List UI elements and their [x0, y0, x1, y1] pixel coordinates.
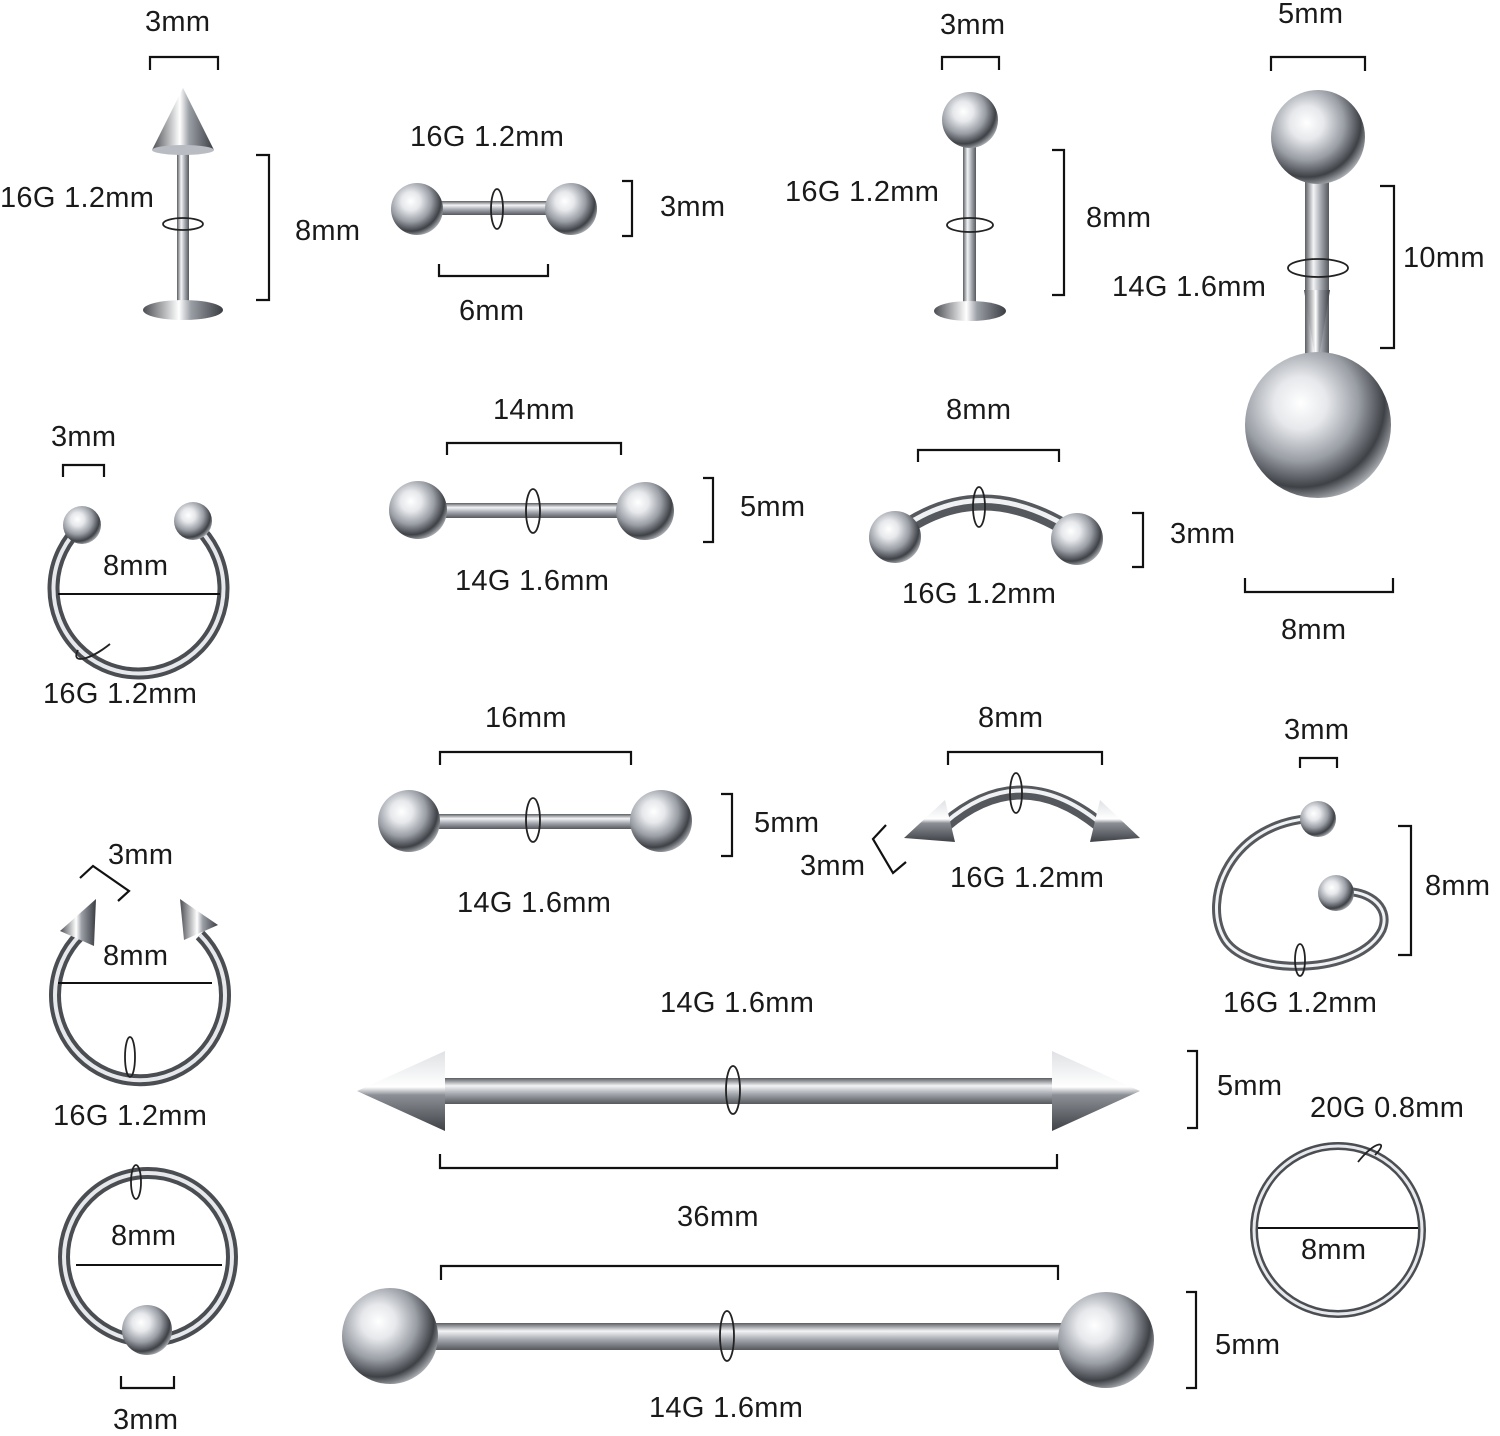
horseshoe-ball-gauge: 16G 1.2mm [43, 678, 198, 710]
barbell-14mm [389, 441, 715, 544]
hoop-ring [1250, 1142, 1426, 1318]
labret-ball-head-size: 3mm [940, 9, 1006, 41]
industrial-ball-ball-size: 5mm [1215, 1329, 1281, 1361]
barbell-14mm-gauge: 14G 1.6mm [455, 565, 610, 597]
horseshoe-ball-ball-size: 3mm [51, 421, 117, 453]
curved-barbell-spike-spike-size: 3mm [800, 850, 866, 882]
hoop-ring-gauge: 20G 0.8mm [1310, 1092, 1465, 1124]
horseshoe-spike-spike-size: 3mm [108, 839, 174, 871]
labret-spike-head-size: 3mm [145, 6, 211, 38]
spiral-ring-gauge: 16G 1.2mm [1223, 987, 1378, 1019]
spiral-ring-diameter: 8mm [1425, 870, 1491, 902]
spiral-ring-ball-size: 3mm [1284, 714, 1350, 746]
barbell-14mm-length: 14mm [493, 394, 575, 426]
captive-bead-ring-diameter: 8mm [111, 1220, 177, 1252]
industrial-ball [342, 1264, 1198, 1390]
curved-barbell-ball [869, 448, 1145, 569]
barbell-small-ball-size: 3mm [660, 191, 726, 223]
curved-barbell-spike-gauge: 16G 1.2mm [950, 862, 1105, 894]
barbell-small-gauge: 16G 1.2mm [410, 121, 565, 153]
belly-ring-top-ball-size: 5mm [1278, 0, 1344, 30]
barbell-16mm [378, 750, 734, 858]
curved-barbell-spike-length: 8mm [978, 702, 1044, 734]
captive-bead-ring [58, 1164, 238, 1390]
industrial-ball-gauge: 14G 1.6mm [649, 1392, 804, 1424]
industrial-spike [357, 1049, 1199, 1170]
horseshoe-ball-diameter: 8mm [103, 550, 169, 582]
horseshoe-ball [47, 463, 230, 680]
horseshoe-spike-diameter: 8mm [103, 940, 169, 972]
hoop-ring-diameter: 8mm [1301, 1234, 1367, 1266]
labret-spike-length: 8mm [295, 215, 361, 247]
labret-spike-gauge: 16G 1.2mm [0, 182, 155, 214]
barbell-small [391, 179, 634, 278]
curved-barbell-ball-gauge: 16G 1.2mm [902, 578, 1057, 610]
industrial-spike-gauge: 14G 1.6mm [660, 987, 815, 1019]
spiral-ring [1212, 756, 1413, 977]
curved-barbell-ball-ball-size: 3mm [1170, 518, 1236, 550]
labret-ball-length: 8mm [1086, 202, 1152, 234]
labret-ball [934, 55, 1066, 321]
labret-ball-gauge: 16G 1.2mm [785, 176, 940, 208]
barbell-16mm-gauge: 14G 1.6mm [457, 887, 612, 919]
barbell-14mm-ball-size: 5mm [740, 491, 806, 523]
barbell-small-length: 6mm [459, 295, 525, 327]
horseshoe-spike [49, 864, 231, 1087]
horseshoe-spike-gauge: 16G 1.2mm [53, 1100, 208, 1132]
belly-ring-gauge: 14G 1.6mm [1112, 271, 1267, 303]
industrial-spike-length: 36mm [677, 1201, 759, 1233]
curved-barbell-ball-length: 8mm [946, 394, 1012, 426]
captive-bead-ring-bead-size: 3mm [113, 1404, 179, 1436]
belly-ring-bottom-ball-size: 8mm [1281, 614, 1347, 646]
curved-barbell-spike [871, 750, 1140, 875]
barbell-16mm-length: 16mm [485, 702, 567, 734]
belly-ring [1243, 55, 1396, 594]
industrial-spike-spike-size: 5mm [1217, 1070, 1283, 1102]
labret-spike [143, 55, 271, 320]
belly-ring-length: 10mm [1403, 242, 1485, 274]
barbell-16mm-ball-size: 5mm [754, 807, 820, 839]
